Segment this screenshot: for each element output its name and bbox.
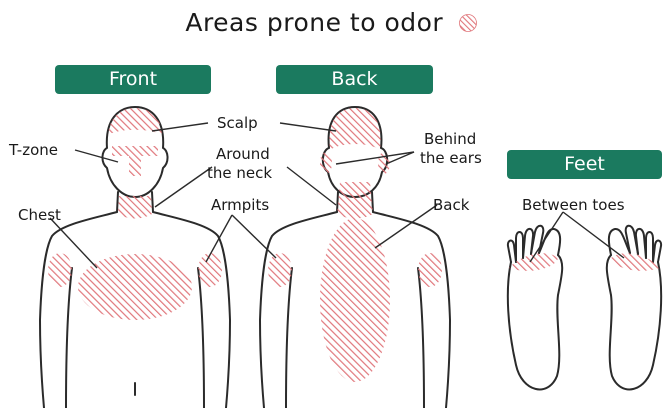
label-scalp: Scalp bbox=[217, 114, 258, 132]
label-behind-ears-line2: the ears bbox=[420, 149, 482, 167]
front-odor-zones bbox=[48, 108, 222, 320]
feet-odor-zones bbox=[509, 253, 660, 271]
label-behind-ears-line1: Behind bbox=[424, 130, 476, 148]
label-chest: Chest bbox=[18, 206, 61, 224]
feet bbox=[508, 226, 661, 390]
label-around-neck-line2: the neck bbox=[207, 164, 272, 182]
label-back: Back bbox=[433, 196, 469, 214]
label-armpits: Armpits bbox=[211, 196, 269, 214]
label-between-toes: Between toes bbox=[522, 196, 625, 214]
label-t-zone: T-zone bbox=[9, 141, 58, 159]
back-odor-zones bbox=[268, 108, 442, 382]
label-around-neck-line1: Around bbox=[216, 145, 270, 163]
